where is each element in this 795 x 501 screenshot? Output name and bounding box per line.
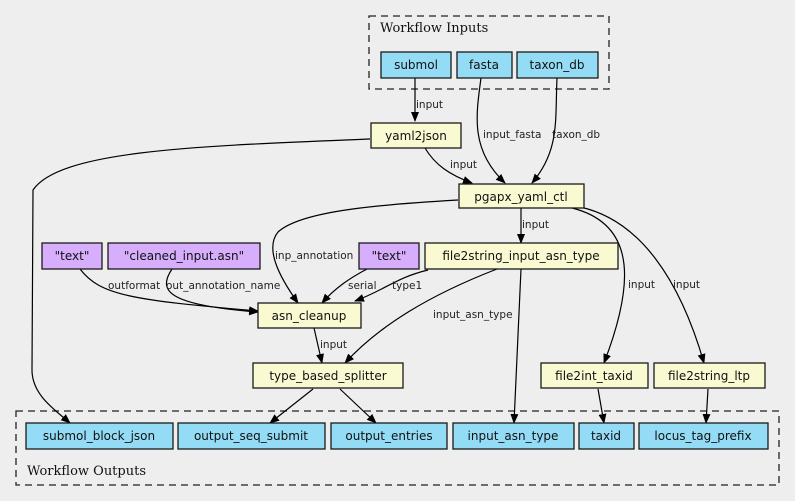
edge-label-submol-yaml2json: input [416,99,443,111]
node-asn-cleanup[interactable]: asn_cleanup [257,302,362,329]
node-label: input_asn_type [468,429,559,443]
edge-label-f2s-asncleanup: type1 [392,280,422,292]
node-input-asn-type[interactable]: input_asn_type [452,422,575,450]
node-label: asn_cleanup [272,309,347,323]
node-label: "cleaned_input.asn" [124,249,244,263]
node-file2string-ltp[interactable]: file2string_ltp [653,362,766,389]
cluster-workflow-outputs: Workflow Outputs [15,410,780,486]
cluster-inputs-label: Workflow Inputs [380,21,488,36]
edge-splitter-seqsubmit [269,388,314,424]
node-literal-text-serial[interactable]: "text" [358,242,420,270]
node-label: yaml2json [385,129,447,143]
node-file2string-input-asn-type[interactable]: file2string_input_asn_type [424,242,619,270]
edge-label-f2s-splitter: input_asn_type [433,309,513,321]
edge-pgapx-f2i [571,207,626,364]
edge-f2ltp-ltp [702,388,711,424]
node-output-seq-submit[interactable]: output_seq_submit [177,422,326,450]
cluster-outputs-label: Workflow Outputs [27,464,146,479]
node-fasta[interactable]: fasta [456,51,513,79]
node-label: locus_tag_prefix [654,429,751,443]
node-label: "text" [55,249,90,263]
edge-f2s-inputasntype [510,268,522,424]
node-literal-cleaned-input[interactable]: "cleaned_input.asn" [107,242,261,270]
node-type-based-splitter[interactable]: type_based_splitter [252,362,404,389]
node-label: type_based_splitter [269,369,386,383]
node-label: file2string_ltp [668,369,750,383]
edge-label-asncleanup-splitter: input [320,339,347,351]
edge-label-pgapx-f2s: input [522,219,549,231]
node-label: output_seq_submit [194,429,308,443]
edge-label-taxon-pgapx: taxon_db [552,129,600,141]
edge-asncleanup-splitter [313,327,324,364]
node-label: file2int_taxid [555,369,633,383]
edge-label-cleaned-asncleanup: out_annotation_name [166,280,280,292]
edge-label-pgapx-asncleanup: inp_annotation [275,250,353,262]
edge-label-text2-asncleanup: serial [348,280,377,292]
node-output-entries[interactable]: output_entries [330,422,448,450]
edge-pgapx-f2ltp [579,206,706,364]
node-label: submol [394,58,438,72]
node-label: taxid [591,429,621,443]
node-label: "text" [372,249,407,263]
node-literal-text-outformat[interactable]: "text" [41,242,103,270]
cluster-outputs-border [15,410,780,486]
cluster-workflow-inputs: Workflow Inputs [368,15,610,90]
node-pgapx-yaml-ctl[interactable]: pgapx_yaml_ctl [458,183,585,209]
node-taxid[interactable]: taxid [578,422,635,450]
edge-f2i-taxid [597,388,607,424]
edge-label-pgapx-f2ltp: input [673,279,700,291]
edge-taxon-pgapx [531,77,558,184]
edge-cleaned-asncleanup [165,268,259,316]
node-locus-tag-prefix[interactable]: locus_tag_prefix [638,422,769,450]
cluster-inputs-border [368,15,610,90]
edge-label-pgapx-f2i: input [628,279,655,291]
node-label: file2string_input_asn_type [442,249,599,263]
edge-label-fasta-pgapx: input_fasta [483,129,541,141]
node-file2int-taxid[interactable]: file2int_taxid [540,362,649,389]
edge-f2s-splitter [344,268,498,364]
node-label: output_entries [345,429,432,443]
nodes: submol fasta taxon_db yaml2json pgapx_ya… [25,51,769,450]
edge-pgapx-asncleanup [272,199,459,304]
edge-label-text1-asncleanup: outformat [108,280,160,292]
node-label: submol_block_json [43,429,155,443]
edge-splitter-entries [339,388,377,424]
edge-fasta-pgapx [476,77,506,184]
edge-label-yaml2json-pgapx: input [450,159,477,171]
node-yaml2json[interactable]: yaml2json [370,122,462,149]
edge-yaml2json-submolblock [31,138,371,424]
node-label: pgapx_yaml_ctl [474,190,567,204]
edge-yaml2json-pgapx [424,147,473,184]
node-taxon-db[interactable]: taxon_db [516,51,599,79]
node-submol-block-json[interactable]: submol_block_json [25,422,174,450]
edges: input input input_fasta taxon_db inp_ann… [31,77,711,424]
node-label: fasta [469,58,499,72]
node-label: taxon_db [530,58,585,72]
edge-text2-asncleanup [321,268,368,304]
node-submol[interactable]: submol [380,51,452,79]
edge-f2s-asncleanup [354,269,429,302]
